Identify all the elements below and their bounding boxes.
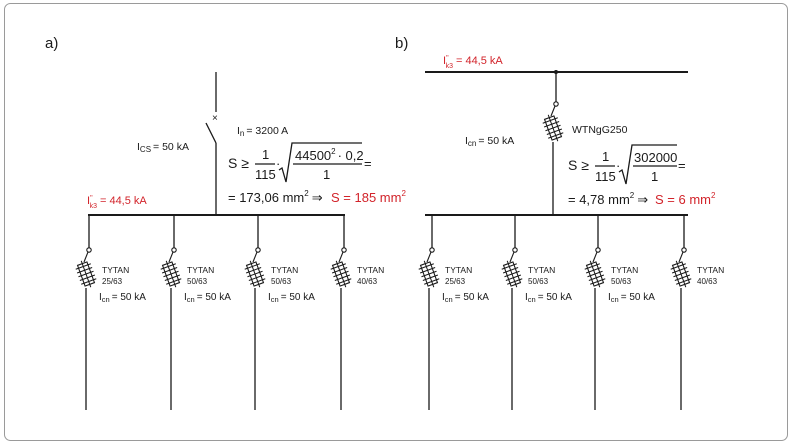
fuse-blade <box>252 251 258 263</box>
formula-b-dot: · <box>616 158 620 173</box>
fuse-body <box>160 260 182 288</box>
fuse-icn: Icn= 50 kA <box>525 292 572 304</box>
fuse-rating: 25/63 <box>445 277 466 286</box>
ik3-label-b: I"k3= 44,5 kA <box>443 55 503 70</box>
fuse-blade <box>338 251 344 263</box>
formula-b-frac-num: 1 <box>602 149 609 164</box>
formula-a: S ≥ 1 115 · 445002· 0,2 1 = = 173,06 mm2… <box>228 142 406 205</box>
disconnector-contact <box>595 247 601 253</box>
formula-a-eq: = <box>364 156 372 171</box>
panel-a-label: a) <box>45 35 58 52</box>
ics-label: ICS= 50 kA <box>137 141 189 154</box>
fuse-body <box>501 260 523 288</box>
formula-b-lhs: S ≥ <box>568 157 589 173</box>
formula-b-frac-den: 115 <box>595 169 616 184</box>
disconnector-contact <box>681 247 687 253</box>
disconnector-contact <box>553 101 559 107</box>
disconnector-contact <box>341 247 347 253</box>
fuse-rating: 40/63 <box>357 277 378 286</box>
disconnector-contact <box>429 247 435 253</box>
fuse-body <box>584 260 606 288</box>
fuse-name-b: WTNgG250 <box>572 124 628 136</box>
fuse-rating: 25/63 <box>102 277 123 286</box>
panel-b-label: b) <box>395 35 408 52</box>
fuse-rating: 50/63 <box>187 277 208 286</box>
formula-a-frac-num: 1 <box>262 147 269 162</box>
fuse-rating: 50/63 <box>611 277 632 286</box>
a-feeder-4: TYTAN 40/63 <box>330 215 384 410</box>
fuse-rating: 50/63 <box>271 277 292 286</box>
fuse-icn: Icn= 50 kA <box>184 292 231 304</box>
fuse-blade <box>592 251 598 263</box>
formula-a-result-red: S = 185 mm2 <box>331 189 406 205</box>
fuse-body <box>75 260 97 288</box>
formula-b-sqrt-den: 1 <box>651 169 658 184</box>
fuse-icn: Icn= 50 kA <box>442 292 489 304</box>
panel-a: a) × ICS= 50 kA In= 3200 A I"k3= 44,5 kA… <box>45 35 406 410</box>
main-fuse-b <box>542 72 564 215</box>
fuse-name: TYTAN <box>697 265 724 275</box>
fuse-body <box>244 260 266 288</box>
disconnector-contact <box>512 247 518 253</box>
fuse-name: TYTAN <box>445 265 472 275</box>
fuse-body <box>542 114 564 142</box>
fuse-name: TYTAN <box>271 265 298 275</box>
fuse-blade <box>426 251 432 263</box>
fuse-blade <box>168 251 174 263</box>
sqrt-sign-a <box>278 142 362 183</box>
fuse-icn: Icn= 50 kA <box>99 292 146 304</box>
formula-b: S ≥ 1 115 · 302000 1 = = 4,78 mm2⇒ S = 6… <box>568 144 716 207</box>
fuse-rating: 40/63 <box>697 277 718 286</box>
formula-a-lhs: S ≥ <box>228 155 249 171</box>
disconnector-contact <box>86 247 92 253</box>
icn-label-b: Icn= 50 kA <box>465 135 514 148</box>
fuse-name: TYTAN <box>611 265 638 275</box>
fuse-icn: Icn= 50 kA <box>608 292 655 304</box>
fuse-body <box>330 260 352 288</box>
fuse-icn: Icn= 50 kA <box>268 292 315 304</box>
ik3-label-a: I"k3= 44,5 kA <box>87 195 147 210</box>
fuse-name: TYTAN <box>357 265 384 275</box>
formula-a-frac-den: 115 <box>255 167 276 182</box>
fuse-blade <box>550 105 556 117</box>
switch-blade <box>205 122 217 144</box>
formula-b-eq: = <box>678 158 686 173</box>
fuse-name: TYTAN <box>102 265 129 275</box>
sqrt-sign-b <box>618 144 677 185</box>
formula-a-dot: · <box>276 156 280 171</box>
formula-a-sqrt-num: 445002· 0,2 <box>295 147 364 163</box>
panel-b: b) I"k3= 44,5 kA Icn= 50 kA WTNgG250 S ≥… <box>395 35 724 410</box>
formula-b-result: = 4,78 mm2⇒ <box>568 191 648 207</box>
b-feeder-4: TYTAN 40/63 <box>670 215 724 410</box>
in-label: In= 3200 A <box>237 125 288 138</box>
fuse-blade <box>83 251 89 263</box>
disconnector-contact <box>171 247 177 253</box>
frame <box>4 3 788 441</box>
fuse-body <box>418 260 440 288</box>
fuse-blade <box>509 251 515 263</box>
switch-cross: × <box>212 113 218 124</box>
fuse-blade <box>678 251 684 263</box>
disconnector-contact <box>255 247 261 253</box>
fuse-body <box>670 260 692 288</box>
formula-b-result-red: S = 6 mm2 <box>655 191 716 207</box>
formula-b-sqrt-num: 302000 <box>634 150 677 165</box>
fuse-name: TYTAN <box>187 265 214 275</box>
formula-a-sqrt-den: 1 <box>323 167 330 182</box>
fuse-rating: 50/63 <box>528 277 549 286</box>
formula-a-result: = 173,06 mm2⇒ <box>228 189 323 205</box>
fuse-name: TYTAN <box>528 265 555 275</box>
